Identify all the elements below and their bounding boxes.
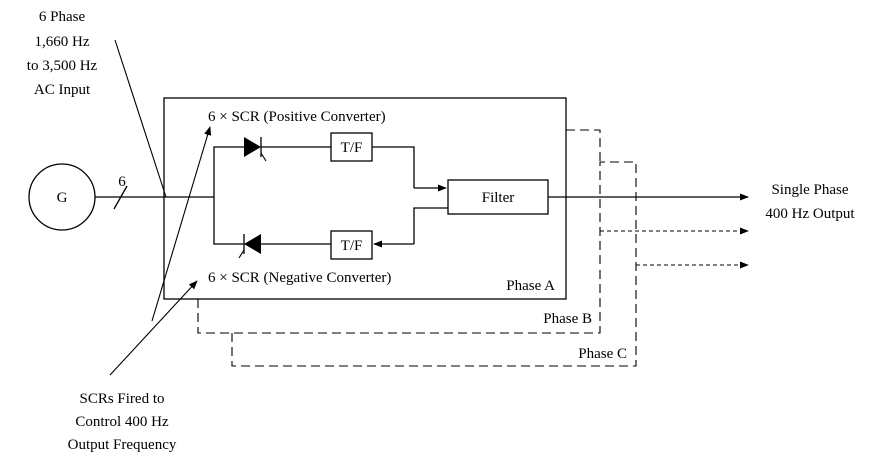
- phase-count-slash: [113, 185, 128, 210]
- scr-label-line1: SCRs Fired to: [79, 391, 164, 407]
- phase-c-box: [231, 161, 637, 367]
- input-leader-line: [114, 39, 167, 198]
- input-label-line4: AC Input: [34, 82, 91, 98]
- scr-label-line3: Output Frequency: [68, 437, 177, 453]
- output-label-line1: Single Phase: [771, 182, 848, 198]
- output-label-line2: 400 Hz Output: [765, 206, 855, 222]
- input-label-line2: 1,660 Hz: [35, 34, 90, 50]
- phase-b-label: Phase B: [543, 311, 592, 327]
- positive-converter-branch: [213, 146, 447, 197]
- transformer-bottom-label: T/F: [341, 238, 363, 254]
- input-label-line1: 6 Phase: [39, 9, 86, 25]
- transformer-bottom-box: [330, 230, 373, 260]
- phase-a-box: [163, 97, 567, 300]
- transformer-top-box: [330, 132, 373, 162]
- filter-label: Filter: [482, 190, 515, 206]
- input-label-line3: to 3,500 Hz: [27, 58, 98, 74]
- negative-scr-icon: [238, 234, 261, 259]
- generator-label: G: [57, 190, 68, 206]
- scr-fire-leader-positive: [151, 126, 212, 322]
- negative-converter-branch: [213, 197, 448, 248]
- phase-c-label: Phase C: [578, 346, 627, 362]
- phase-b-box: [197, 129, 601, 334]
- positive-scr-icon: [244, 137, 267, 162]
- phase-count-label: 6: [118, 174, 126, 190]
- scr-fire-leader-negative: [109, 280, 198, 376]
- scr-label-line2: Control 400 Hz: [75, 414, 169, 430]
- negative-converter-label: 6 × SCR (Negative Converter): [208, 270, 391, 286]
- transformer-top-label: T/F: [341, 140, 363, 156]
- phase-a-label: Phase A: [506, 278, 555, 294]
- positive-converter-label: 6 × SCR (Positive Converter): [208, 109, 386, 125]
